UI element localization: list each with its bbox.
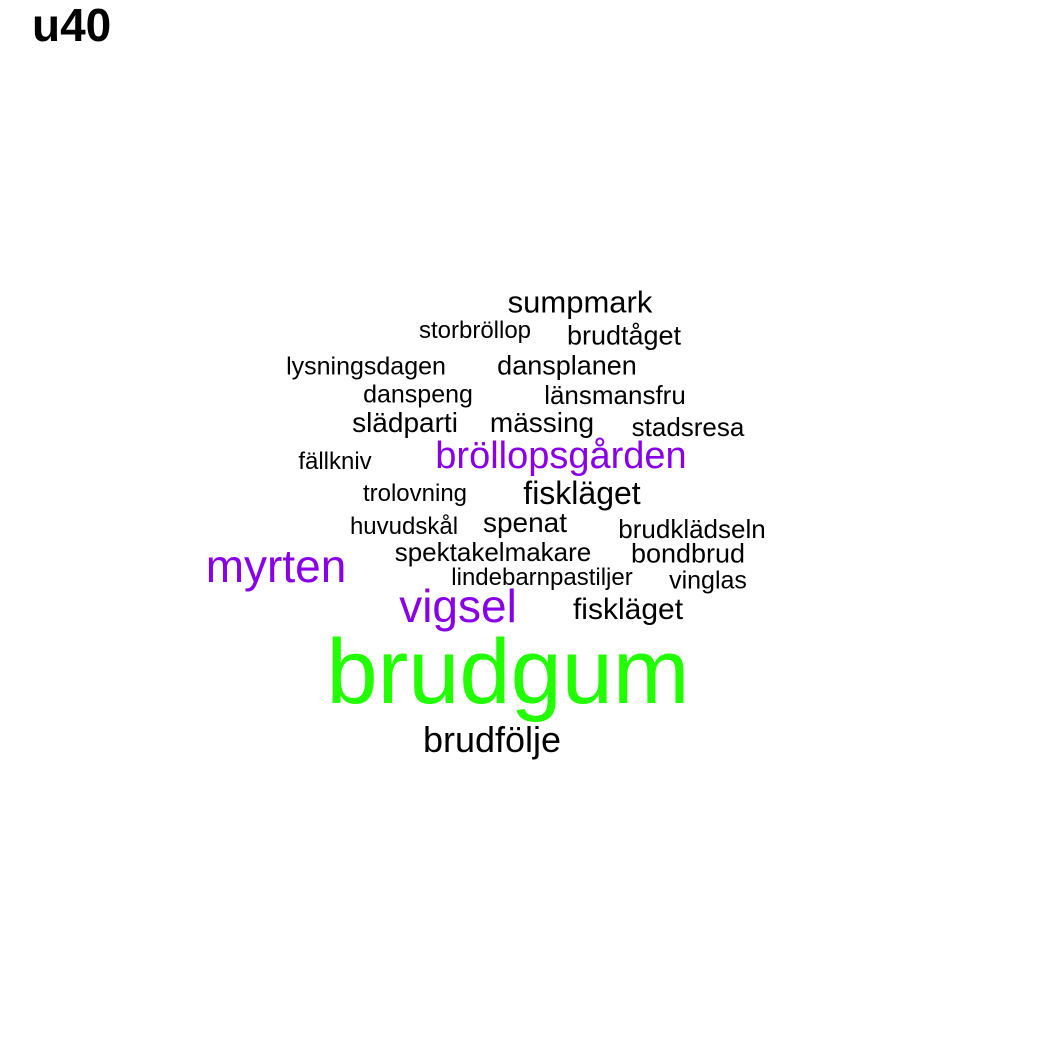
- cloud-word: spenat: [482, 507, 568, 538]
- cloud-word: dansplanen: [497, 350, 637, 381]
- cloud-word: stadsresa: [631, 412, 745, 442]
- cloud-word: vinglas: [669, 566, 747, 595]
- cloud-word: fiskläget: [523, 475, 641, 511]
- cloud-word: brudtåget: [566, 320, 682, 351]
- cloud-word: lysningsdagen: [286, 352, 446, 381]
- cloud-word: brudklädseln: [618, 514, 766, 544]
- cloud-word: sumpmark: [507, 284, 653, 320]
- cloud-word: huvudskål: [349, 513, 459, 540]
- cloud-word: fällkniv: [298, 448, 372, 475]
- cloud-word: brudfölje: [422, 719, 562, 760]
- panel-title: u40: [32, 0, 112, 51]
- cloud-word: storbröllop: [418, 317, 532, 344]
- cloud-word: mässing: [489, 407, 595, 438]
- cloud-word: länsmansfru: [544, 380, 686, 410]
- cloud-word: brudgum: [326, 621, 690, 723]
- cloud-word: trolovning: [362, 480, 468, 507]
- cloud-word: spektakelmakare: [394, 537, 592, 567]
- cloud-word: slädparti: [352, 407, 458, 438]
- cloud-word: lindebarnpastiljer: [451, 564, 633, 591]
- cloud-word: myrten: [205, 540, 347, 592]
- cloud-word: bröllopsgården: [435, 435, 687, 477]
- cloud-word: bondbrud: [630, 538, 746, 569]
- cloud-word: vigsel: [399, 580, 517, 632]
- cloud-word: danspeng: [363, 380, 473, 409]
- cloud-word: fiskläget: [572, 593, 684, 626]
